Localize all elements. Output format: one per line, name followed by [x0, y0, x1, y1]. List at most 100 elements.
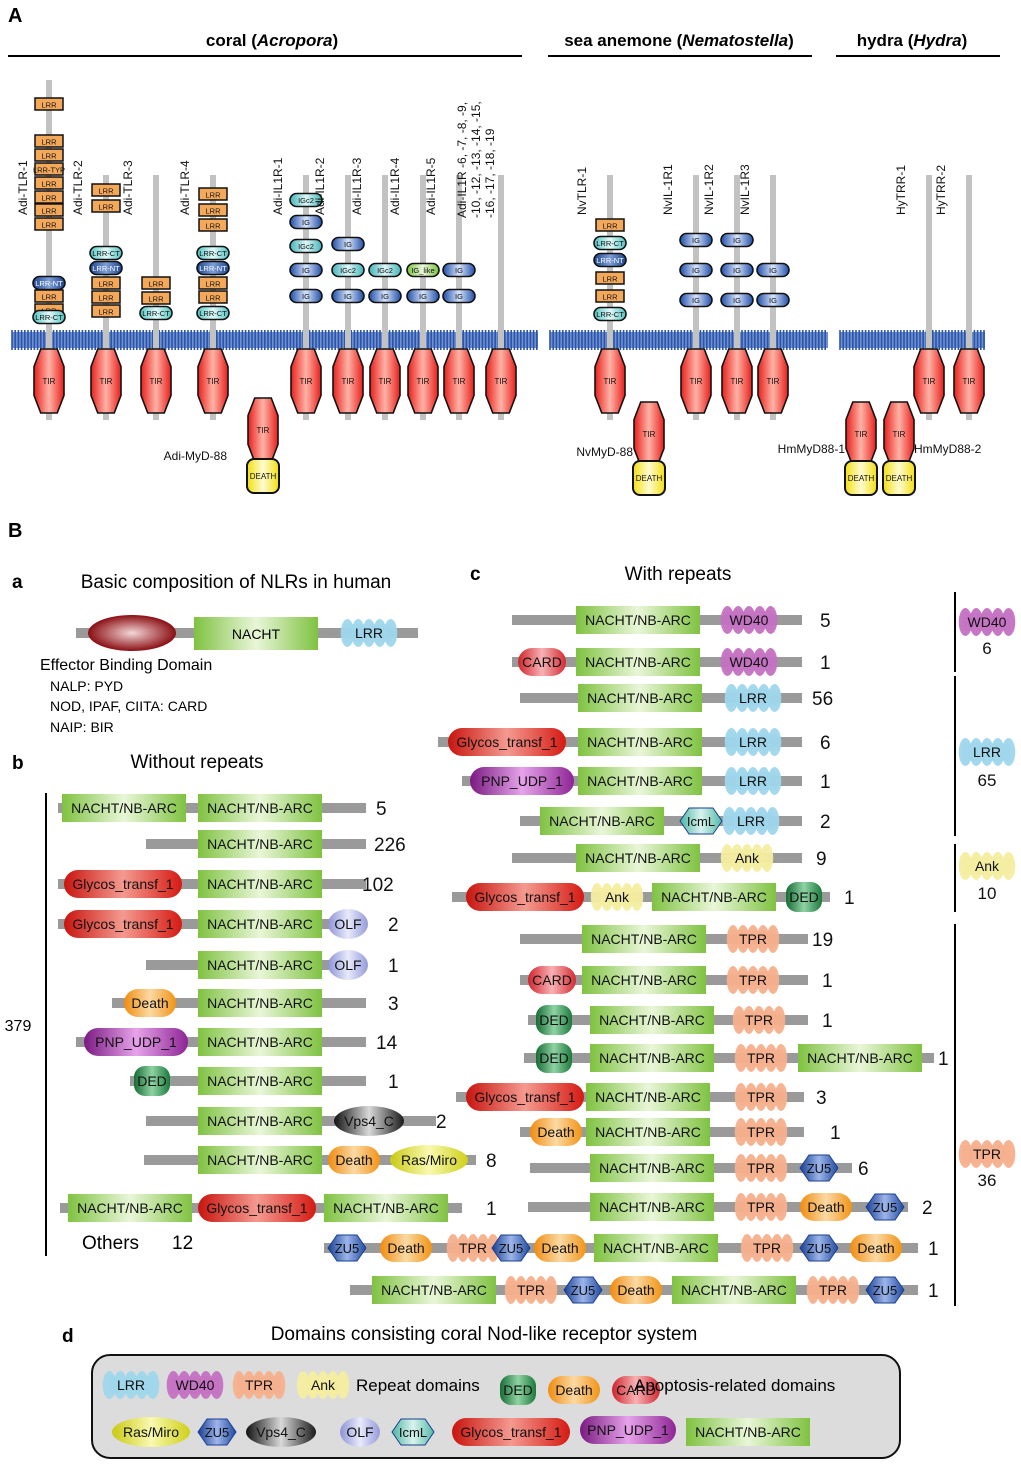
domain-nacht-nb-arc: NACHT/NB-ARC — [578, 728, 702, 756]
domain-pnp-udp-1: PNP_UDP_1 — [470, 767, 574, 795]
domain-tpr: TPR — [958, 1140, 1016, 1168]
sub-b-title: Without repeats — [130, 752, 263, 773]
tir-domain: TIR — [757, 348, 789, 414]
domain-death: Death — [850, 1234, 902, 1262]
domain-death: Death — [534, 1234, 586, 1262]
svg-text:TIR: TIR — [855, 430, 868, 439]
svg-text:NACHT/NB-ARC: NACHT/NB-ARC — [595, 1089, 701, 1105]
svg-text:TIR: TIR — [150, 377, 163, 386]
adaptor-tir-domain: TIR — [247, 397, 279, 463]
svg-text:TPR: TPR — [747, 1050, 775, 1066]
domain-ig: IG — [442, 288, 476, 304]
domain-lrr: LRR — [34, 148, 64, 162]
adaptor-death-domain: DEATH — [844, 460, 878, 496]
domain-nacht-nb-arc: NACHT/NB-ARC — [68, 1194, 192, 1222]
nacht-label: NACHT — [232, 626, 281, 642]
domain-lrr-ct: LRR-CT — [32, 309, 66, 325]
domain-olf: OLF — [328, 909, 368, 939]
domain-ded: DED — [786, 882, 822, 912]
row-count: 1 — [928, 1281, 939, 1302]
tir-domain: TIR — [913, 348, 945, 414]
svg-text:DED: DED — [539, 1012, 569, 1028]
svg-text:WD40: WD40 — [730, 654, 769, 670]
receptor-adi-il1r-6-19: Adi-IL1R -6, -7, -8, -9,-10, -12, -13, -… — [455, 101, 517, 420]
adaptor-name: HmMyD88-1 — [778, 442, 846, 456]
group-name-end: ) — [332, 31, 338, 50]
svg-text:Glycos_transf_1: Glycos_transf_1 — [206, 1200, 307, 1216]
domain-nacht-nb-arc: NACHT/NB-ARC — [198, 989, 322, 1017]
svg-text:NACHT/NB-ARC: NACHT/NB-ARC — [599, 1012, 705, 1028]
domain-nacht-nb-arc: NACHT/NB-ARC — [198, 1028, 322, 1056]
svg-text:Glycos_transf_1: Glycos_transf_1 — [460, 1424, 561, 1440]
domain-ig: IG — [679, 292, 713, 308]
domain-ig: IG — [368, 288, 402, 304]
domain-lrr: LRR — [958, 738, 1016, 766]
domain-nacht-nb-arc: NACHT/NB-ARC — [198, 870, 322, 898]
svg-text:LRR: LRR — [41, 180, 57, 189]
svg-text:LRR: LRR — [602, 222, 618, 231]
adaptor-hmmyd88-1: TIR DEATH HmMyD88-1 — [778, 401, 878, 496]
domain-tpr: TPR — [734, 1193, 788, 1221]
domain-zu5: ZU5 — [197, 1418, 237, 1446]
lrr-domain: LRR — [340, 619, 398, 647]
tir-domain: TIR — [369, 348, 401, 414]
svg-text:NACHT/NB-ARC: NACHT/NB-ARC — [207, 957, 313, 973]
domain-zu5: ZU5 — [563, 1276, 603, 1304]
domain-nacht-nb-arc: NACHT/NB-ARC — [578, 767, 702, 795]
domain-lrr-typ: LRR-TYP — [33, 162, 65, 176]
others-count: 12 — [172, 1233, 193, 1254]
svg-text:Glycos_transf_1: Glycos_transf_1 — [72, 876, 173, 892]
svg-text:ZU5: ZU5 — [335, 1241, 360, 1256]
svg-text:Ank: Ank — [311, 1377, 336, 1393]
domain-card: CARD — [612, 1376, 660, 1404]
svg-text:IG: IG — [692, 236, 700, 245]
protein-backbone — [524, 1053, 934, 1063]
svg-text:NACHT/NB-ARC: NACHT/NB-ARC — [807, 1050, 913, 1066]
svg-text:NACHT/NB-ARC: NACHT/NB-ARC — [207, 1113, 313, 1129]
svg-text:TPR: TPR — [747, 1124, 775, 1140]
domain-nacht-nb-arc: NACHT/NB-ARC — [198, 1107, 322, 1135]
svg-text:Glycos_transf_1: Glycos_transf_1 — [474, 1089, 575, 1105]
domain-lrr: LRR — [198, 203, 228, 217]
svg-text:TIR: TIR — [923, 377, 936, 386]
svg-text:NACHT/NB-ARC: NACHT/NB-ARC — [661, 889, 767, 905]
svg-text:TIR: TIR — [257, 426, 270, 435]
domain-ig: IG — [442, 262, 476, 278]
svg-text:Glycos_transf_1: Glycos_transf_1 — [72, 916, 173, 932]
receptor-name: Adi-TLR-3 — [121, 160, 135, 215]
domain-nacht-nb-arc: NACHT/NB-ARC — [590, 1154, 714, 1182]
domain-tpr: TPR — [740, 1234, 794, 1262]
domain-igc2: IGc2 — [289, 192, 323, 208]
svg-text:CARD: CARD — [532, 972, 572, 988]
svg-text:NACHT/NB-ARC: NACHT/NB-ARC — [207, 800, 313, 816]
svg-text:ZU5: ZU5 — [499, 1241, 524, 1256]
domain-nacht-nb-arc: NACHT/NB-ARC — [324, 1194, 448, 1222]
domain-lrr: LRR — [34, 217, 64, 231]
domain-lrr-nt: LRR-NT — [32, 275, 66, 291]
svg-text:LRR: LRR — [98, 308, 114, 317]
domain-ig: IG — [679, 262, 713, 278]
domain-lrr: LRR — [724, 728, 782, 756]
svg-text:LRR-CT: LRR-CT — [199, 309, 227, 318]
domain-ig: IG — [289, 288, 323, 304]
human-nlr-diagram: NACHT LRR — [76, 615, 418, 651]
row-count: 5 — [820, 611, 831, 632]
svg-text:LRR: LRR — [98, 280, 114, 289]
sub-a-letter: a — [12, 572, 23, 593]
domain-olf: OLF — [340, 1417, 380, 1447]
svg-text:PNP_UDP_1: PNP_UDP_1 — [95, 1034, 177, 1050]
svg-text:TIR: TIR — [300, 377, 313, 386]
